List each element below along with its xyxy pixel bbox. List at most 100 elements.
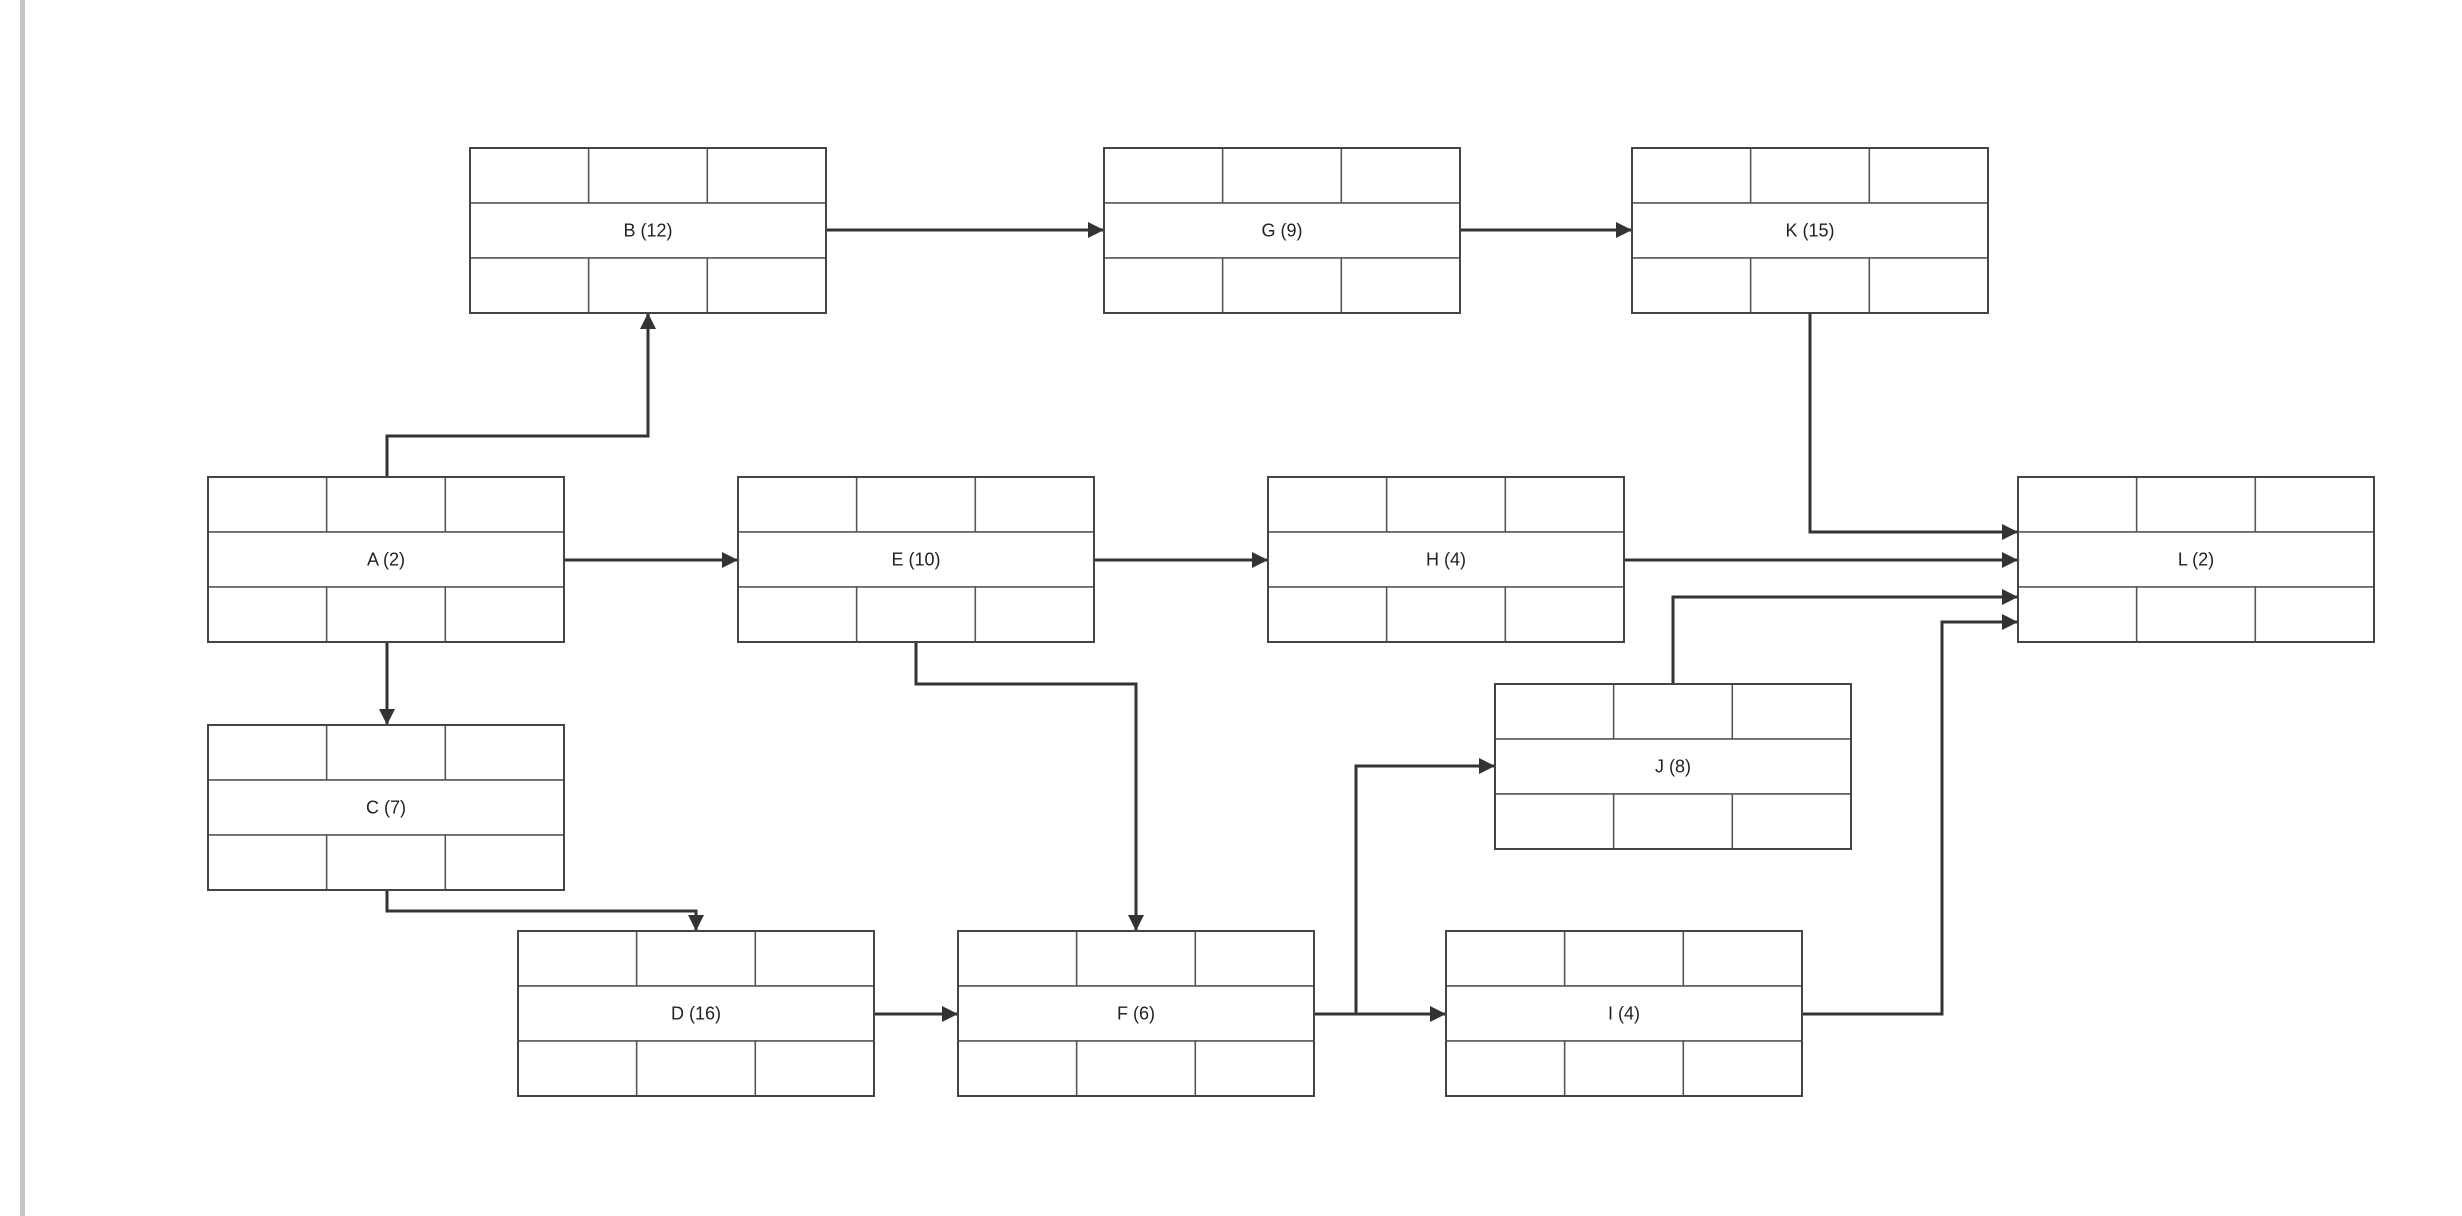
node-border	[207, 476, 565, 643]
activity-node-c[interactable]: C (7)	[207, 724, 565, 891]
edge-e-h	[1094, 552, 1268, 568]
bottom-cell	[957, 1040, 1078, 1097]
node-label: H (4)	[1426, 550, 1466, 570]
activity-node-f[interactable]: F (6)	[957, 930, 1315, 1097]
bottom-cell	[737, 586, 858, 643]
edge-k-l	[1808, 313, 2018, 540]
bottom-cell	[1563, 1040, 1685, 1097]
edge-a-b	[385, 313, 656, 477]
node-border	[517, 930, 875, 1097]
activity-node-a[interactable]: A (2)	[207, 476, 565, 643]
node-label: B (12)	[623, 221, 672, 241]
edge-line	[385, 313, 650, 477]
bottom-cell	[1494, 793, 1615, 850]
top-cell	[1445, 930, 1566, 987]
node-label: G (9)	[1261, 221, 1302, 241]
edge-line	[385, 890, 698, 931]
label-cell	[1445, 985, 1803, 1042]
edge-f-i	[1314, 1006, 1446, 1022]
node-border	[207, 724, 565, 891]
bottom-cell	[325, 586, 447, 643]
bottom-cell	[1194, 1040, 1315, 1097]
arrowhead-icon	[942, 1006, 958, 1022]
node-label: K (15)	[1785, 221, 1834, 241]
bottom-cell	[325, 834, 447, 891]
top-cell	[1385, 476, 1507, 533]
top-cell	[1682, 930, 1803, 987]
top-cell	[207, 476, 328, 533]
activity-node-h[interactable]: H (4)	[1267, 476, 1625, 643]
activity-node-k[interactable]: K (15)	[1631, 147, 1989, 314]
edge-line	[1808, 313, 2018, 534]
top-cell	[957, 930, 1078, 987]
node-border	[1103, 147, 1461, 314]
edge-b-g	[826, 222, 1104, 238]
bottom-cell	[207, 586, 328, 643]
node-border	[957, 930, 1315, 1097]
top-cell	[325, 724, 447, 781]
node-border	[2017, 476, 2375, 643]
label-cell	[469, 202, 827, 259]
top-cell	[706, 147, 827, 204]
node-label: L (2)	[2178, 550, 2214, 570]
nodes-layer: A (2) B (12) C (7) D (16) E (10) F (6) G (9) H …	[207, 147, 2375, 1097]
node-label: D (16)	[671, 1004, 721, 1024]
top-cell	[444, 476, 565, 533]
top-cell	[1868, 147, 1989, 204]
top-cell	[1494, 683, 1615, 740]
arrowhead-icon	[2002, 589, 2018, 605]
bottom-cell	[754, 1040, 875, 1097]
node-border	[1267, 476, 1625, 643]
top-cell	[1075, 930, 1197, 987]
bottom-cell	[1631, 257, 1752, 314]
activity-node-g[interactable]: G (9)	[1103, 147, 1461, 314]
bottom-cell	[1221, 257, 1343, 314]
activity-node-j[interactable]: J (8)	[1494, 683, 1852, 850]
edge-j-l	[1671, 589, 2018, 684]
arrowhead-icon	[1430, 1006, 1446, 1022]
arrowhead-icon	[1479, 758, 1495, 774]
top-cell	[1504, 476, 1625, 533]
activity-node-i[interactable]: I (4)	[1445, 930, 1803, 1097]
node-label: J (8)	[1655, 757, 1691, 777]
arrowhead-icon	[1088, 222, 1104, 238]
activity-node-e[interactable]: E (10)	[737, 476, 1095, 643]
edge-g-k	[1460, 222, 1632, 238]
label-cell	[737, 531, 1095, 588]
bottom-cell	[2135, 586, 2257, 643]
top-cell	[1563, 930, 1685, 987]
bottom-cell	[855, 586, 977, 643]
arrowhead-icon	[1128, 915, 1144, 931]
top-cell	[469, 147, 590, 204]
label-cell	[207, 779, 565, 836]
top-cell	[754, 930, 875, 987]
top-cell	[2254, 476, 2375, 533]
top-cell	[855, 476, 977, 533]
top-cell	[207, 724, 328, 781]
arrowhead-icon	[2002, 524, 2018, 540]
node-border	[1631, 147, 1989, 314]
edge-h-l	[1624, 552, 2018, 568]
edge-line	[1671, 595, 2018, 684]
label-cell	[1494, 738, 1852, 795]
top-cell	[1612, 683, 1734, 740]
top-cell	[444, 724, 565, 781]
top-cell	[1731, 683, 1852, 740]
bottom-cell	[706, 257, 827, 314]
label-cell	[207, 531, 565, 588]
bottom-cell	[469, 257, 590, 314]
activity-node-l[interactable]: L (2)	[2017, 476, 2375, 643]
edges-layer	[379, 222, 2018, 1022]
bottom-cell	[1267, 586, 1388, 643]
node-label: E (10)	[891, 550, 940, 570]
activity-node-d[interactable]: D (16)	[517, 930, 875, 1097]
activity-node-b[interactable]: B (12)	[469, 147, 827, 314]
bottom-cell	[974, 586, 1095, 643]
bottom-cell	[1385, 586, 1507, 643]
edge-e-f	[914, 642, 1144, 931]
arrowhead-icon	[1616, 222, 1632, 238]
node-border	[1445, 930, 1803, 1097]
bottom-cell	[1103, 257, 1224, 314]
arrowhead-icon	[640, 313, 656, 329]
